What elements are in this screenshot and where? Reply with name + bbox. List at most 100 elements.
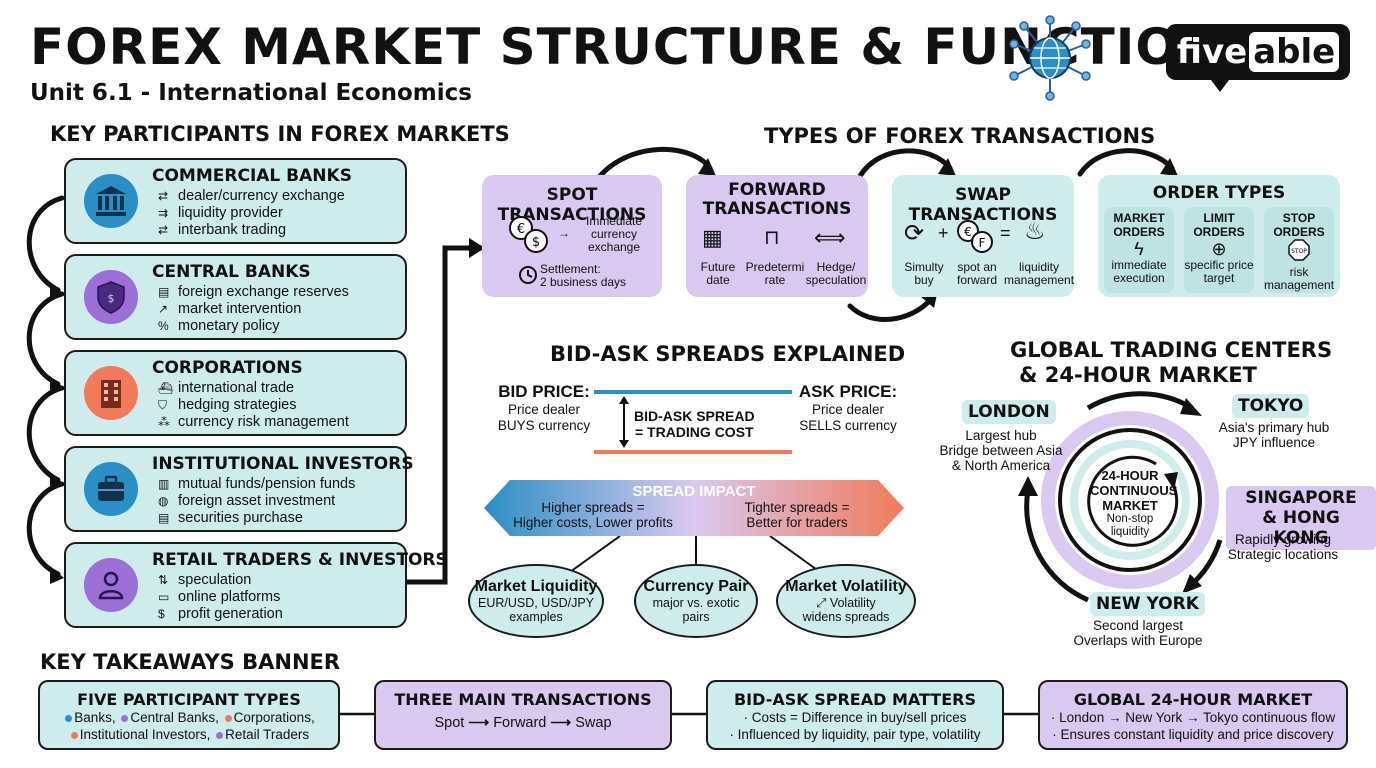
building-icon — [84, 366, 138, 420]
factor-currency-pair: Currency Pair major vs. exotic pairs — [634, 564, 758, 638]
svg-text:STOP: STOP — [1291, 248, 1307, 255]
svg-text:€: € — [964, 225, 972, 239]
hedge-arrows-icon: ⟺ — [814, 225, 846, 250]
globe-icon: ◍ — [158, 494, 169, 508]
dollar-icon: $ — [158, 607, 165, 621]
pin-icon — [121, 715, 129, 722]
briefcase-icon — [84, 462, 138, 516]
participant-name: CORPORATIONS — [152, 358, 303, 378]
cycle-icon: ⟳ — [904, 220, 925, 247]
globe-network-icon — [1009, 15, 1091, 101]
order-types-title: ORDER TYPES — [1152, 183, 1286, 203]
stop-sign-icon: STOP — [1288, 239, 1310, 261]
factor-market-liquidity: Market Liquidity EUR/USD, USD/JPY exampl… — [468, 564, 604, 638]
participant-name: RETAIL TRADERS & INVESTORS — [152, 550, 448, 570]
transaction-flow-arrows — [597, 147, 1178, 322]
takeaway-transactions: THREE MAIN TRANSACTIONS Spot ⟶ Forward ⟶… — [374, 680, 672, 750]
svg-text:F: F — [979, 236, 986, 250]
participants-heading: KEY PARTICIPANTS IN FOREX MARKETS — [50, 122, 510, 146]
shield-check-icon: ⛉ — [158, 398, 168, 412]
document-icon: ▤ — [158, 511, 170, 525]
takeaway-connectors — [340, 712, 1042, 716]
calendar-icon: ▦ — [702, 225, 723, 250]
takeaway-spread: BID-ASK SPREAD MATTERS · Costs = Differe… — [706, 680, 1004, 750]
svg-text:$: $ — [532, 235, 540, 250]
takeaway-global-market: GLOBAL 24-HOUR MARKET · London → New Yor… — [1038, 680, 1348, 750]
participant-institutional-investors: INSTITUTIONAL INVESTORS ▥mutual funds/pe… — [64, 446, 414, 532]
shield-icon: $ — [84, 270, 138, 324]
factor-market-volatility: Market Volatility ⤢ Volatility widens sp… — [776, 564, 916, 638]
liquidity-icon: ⇉ — [158, 206, 169, 220]
page-subtitle: Unit 6.1 - International Economics — [30, 80, 472, 106]
retail-to-transactions-arrow — [407, 238, 485, 585]
impact-left: Higher spreads = Higher costs, Lower pro… — [513, 500, 673, 530]
bank-icon — [84, 174, 138, 228]
center-label: 24-HOUR CONTINUOUS MARKET Non-stop liqui… — [1090, 468, 1178, 538]
spread-impact-banner — [484, 480, 904, 536]
spot-title: SPOT TRANSACTIONS — [497, 185, 647, 225]
currency-exchange-icon: € $ — [509, 216, 548, 253]
global-cycle-diagram — [1018, 391, 1223, 603]
person-icon — [84, 558, 138, 612]
takeaway-participants: FIVE PARTICIPANT TYPES Banks, Central Ba… — [38, 680, 340, 750]
pin-icon — [70, 732, 78, 739]
arrow-right-icon: → — [558, 226, 570, 240]
logo-tail — [1208, 76, 1232, 92]
participant-name: INSTITUTIONAL INVESTORS — [152, 454, 414, 474]
ship-icon: ⛴ — [158, 381, 174, 395]
svg-text:€: € — [517, 222, 525, 237]
spread-impact-title: SPREAD IMPACT — [632, 483, 756, 500]
target-icon: ⊕ — [1211, 239, 1227, 259]
monitor-icon: ▭ — [158, 590, 170, 604]
arrow-right-icon: ⟶ — [550, 715, 572, 731]
participant-commercial-banks: COMMERCIAL BANKS ⇄dealer/currency exchan… — [64, 158, 407, 244]
spread-label: BID-ASK SPREAD = TRADING COST — [634, 408, 755, 440]
reserves-icon: ▤ — [158, 285, 170, 299]
svg-text:$: $ — [108, 292, 115, 305]
spot-transactions-card: SPOT TRANSACTIONS € $ → Immediate curren… — [482, 175, 662, 297]
percent-icon: % — [158, 319, 169, 333]
bid-price-block: BID PRICE: Price dealer BUYS currency — [497, 382, 591, 433]
lock-icon: ⊓ — [764, 227, 780, 249]
hand-drop-icon: ♨ — [1024, 218, 1046, 245]
participant-central-banks: $ CENTRAL BANKS ▤foreign exchange reserv… — [64, 254, 407, 340]
transactions-heading: TYPES OF FOREX TRANSACTIONS — [764, 124, 1156, 148]
participant-name: CENTRAL BANKS — [152, 262, 311, 282]
chart-icon: ▥ — [158, 477, 170, 491]
up-down-icon: ⇅ — [158, 573, 169, 587]
participant-flow-arrows — [26, 195, 65, 584]
network-icon: ⁂ — [158, 415, 170, 429]
swap-title: SWAP TRANSACTIONS — [908, 185, 1058, 225]
city-london: LONDON — [962, 400, 1056, 424]
centers-heading: GLOBAL TRADING CENTERS & 24-HOUR MARKET — [1010, 338, 1333, 387]
london-desc: Largest hub Bridge between Asia & North … — [939, 428, 1063, 473]
euro-franc-icon: € F — [957, 220, 993, 253]
takeaways-heading: KEY TAKEAWAYS BANNER — [40, 650, 341, 674]
pin-icon — [224, 715, 232, 722]
ask-price-block: ASK PRICE: Price dealer SELLS currency — [798, 382, 898, 433]
clock-icon — [519, 266, 537, 284]
spreads-heading: BID-ASK SPREADS EXPLAINED — [550, 342, 906, 366]
arrow-right-icon: ⟶ — [468, 715, 490, 731]
newyork-desc: Second largest Overlaps with Europe — [1073, 618, 1203, 648]
city-singapore-hong-kong: SINGAPORE & HONG KONG — [1226, 486, 1376, 550]
expand-icon: ⤢ — [816, 596, 830, 610]
exchange-icon: ⇄ — [158, 189, 169, 203]
participant-name: COMMERCIAL BANKS — [152, 166, 352, 186]
trend-icon: ↗ — [158, 302, 169, 316]
city-tokyo: TOKYO — [1232, 394, 1310, 418]
singapore-desc: Rapidly growing Strategic locations — [1227, 532, 1339, 562]
participant-corporations: CORPORATIONS ⛴international trade ⛉hedgi… — [64, 350, 407, 436]
pin-icon — [216, 732, 224, 739]
pin-icon — [65, 715, 73, 722]
participant-retail-traders: RETAIL TRADERS & INVESTORS ⇅speculation … — [64, 542, 448, 628]
city-new-york: NEW YORK — [1090, 592, 1205, 616]
impact-right: Tighter spreads = Better for traders — [744, 500, 850, 530]
